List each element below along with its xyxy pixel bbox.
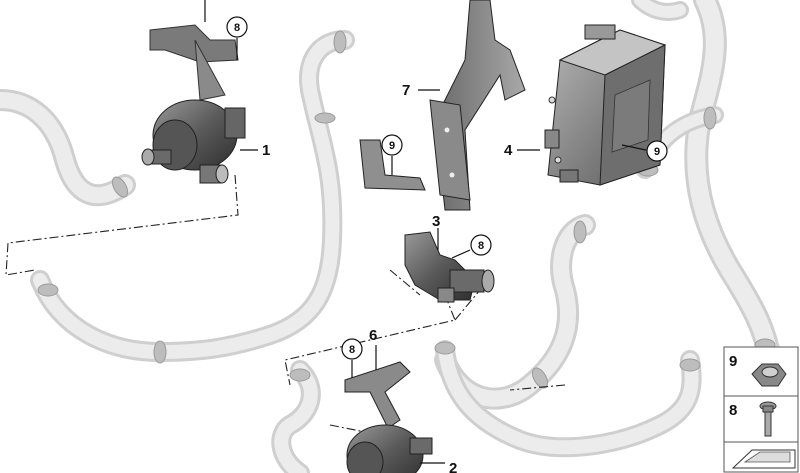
callout-numbers: 1 2 3 4 6 7 (262, 82, 513, 473)
circled-callouts: 8 9 9 8 8 (226, 16, 668, 360)
control-module (544, 24, 667, 186)
hose-upper-left (0, 89, 136, 207)
hose-lower-left (271, 360, 321, 473)
callout-7: 7 (402, 82, 410, 99)
callout-6: 6 (369, 327, 377, 344)
hose-clamps (37, 30, 776, 389)
leader-lines (204, 0, 647, 464)
mounting-bracket (429, 0, 526, 211)
callout-1: 1 (262, 142, 270, 159)
water-pump-upper (141, 24, 246, 184)
circled-callout-8-top: 8 (226, 16, 248, 38)
hose-right-tall (684, 0, 782, 372)
valve-3 (404, 231, 495, 303)
bracket-6 (344, 361, 411, 429)
dash-dot-connection-lines (5, 174, 566, 436)
small-bracket (359, 139, 426, 191)
legend-label-nut: 9 (729, 353, 737, 370)
small-parts-legend: 9 8 (723, 346, 799, 473)
hex-nut-icon (751, 363, 787, 387)
callout-2: 2 (449, 460, 457, 473)
hose-lower-center (435, 340, 702, 458)
svg-text:8: 8 (349, 344, 355, 356)
svg-text:9: 9 (389, 140, 395, 152)
circled-callout-8-valve: 8 (470, 234, 492, 256)
hose-long-center (30, 30, 355, 362)
svg-text:8: 8 (234, 22, 240, 34)
hose-top-right-stub (631, 0, 689, 21)
water-pump-lower (346, 424, 433, 473)
catalog-arrow-icon (731, 449, 796, 469)
svg-text:8: 8 (478, 240, 484, 252)
callout-4: 4 (504, 142, 513, 159)
hose-center-right (434, 214, 596, 410)
circled-callout-9-module: 9 (646, 140, 668, 162)
legend-label-bolt: 8 (729, 402, 737, 419)
svg-text:9: 9 (654, 146, 660, 158)
circled-callout-9-bracket: 9 (381, 134, 403, 156)
circled-callout-8-lower: 8 (341, 338, 363, 360)
bolt-icon (759, 401, 777, 437)
callout-3: 3 (432, 213, 440, 230)
